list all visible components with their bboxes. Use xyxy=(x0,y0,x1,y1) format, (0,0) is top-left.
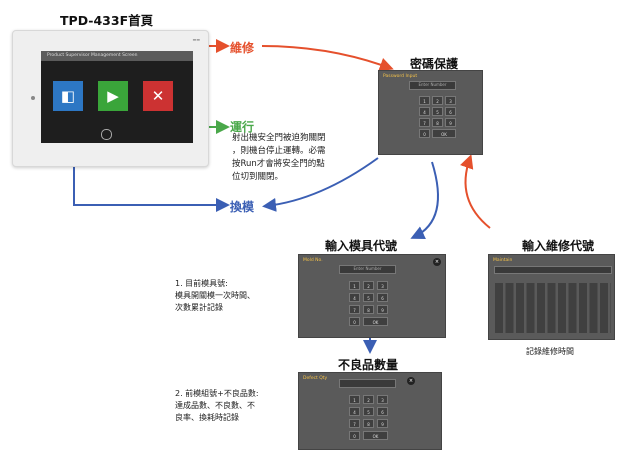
key-ok[interactable]: OK xyxy=(363,317,388,326)
defect-qty-input[interactable] xyxy=(339,379,396,388)
change-mold-label: 換模 xyxy=(230,200,255,214)
repair-to-password-arrow xyxy=(261,45,394,72)
note-1: 1. 目前模具號: 模具開關模一次時間、 次數累計記錄 xyxy=(175,278,255,314)
keyboard-grid xyxy=(495,283,611,333)
repair-code-arrow xyxy=(460,154,491,229)
key-1[interactable]: 1 xyxy=(419,96,430,105)
key-3[interactable]: 3 xyxy=(377,395,388,404)
key-5[interactable]: 5 xyxy=(363,407,374,416)
mold-code-panel: Mold No. × Enter Number 1 2 3 4 5 6 7 8 … xyxy=(298,254,446,338)
key-9[interactable]: 9 xyxy=(377,305,388,314)
defect-qty-title: 不良品數量 xyxy=(338,358,399,372)
enter-mold-code-title: 輸入模具代號 xyxy=(325,239,398,253)
note-2: 2. 前模組號+不良品數: 達成品數、不良數、不 良率、換耗時記錄 xyxy=(175,388,259,424)
note-1-line: 1. 目前模具號: xyxy=(175,279,228,288)
key-2[interactable]: 2 xyxy=(363,281,374,290)
enter-repair-code-title: 輸入維修代號 xyxy=(522,239,595,253)
password-panel: Password Input Enter Number 1 2 3 4 5 6 … xyxy=(378,70,483,155)
key-8[interactable]: 8 xyxy=(432,118,443,127)
key-8[interactable]: 8 xyxy=(363,419,374,428)
touch-panel-device: ▬▬ Product Supervisor Management Screen … xyxy=(12,30,209,167)
password-input[interactable]: Enter Number xyxy=(409,81,456,90)
key-9[interactable]: 9 xyxy=(377,419,388,428)
key-7[interactable]: 7 xyxy=(419,118,430,127)
repair-code-input[interactable] xyxy=(494,266,612,274)
key-ok[interactable]: OK xyxy=(432,129,456,138)
status-ring-icon xyxy=(101,129,112,140)
key-0[interactable]: 0 xyxy=(349,431,360,440)
key-5[interactable]: 5 xyxy=(363,293,374,302)
key-2[interactable]: 2 xyxy=(363,395,374,404)
close-icon[interactable]: × xyxy=(407,377,415,385)
mold-header: Mold No. xyxy=(303,258,323,263)
key-1[interactable]: 1 xyxy=(349,281,360,290)
key-0[interactable]: 0 xyxy=(419,129,430,138)
password-header: Password Input xyxy=(383,74,418,79)
note-1-line: 模具開關模一次時間、 xyxy=(175,291,255,300)
door-icon: ◧ xyxy=(60,87,76,105)
key-3[interactable]: 3 xyxy=(445,96,456,105)
run-note-line: 射出機安全門被迫狗關閉 xyxy=(232,133,326,143)
run-note-line: 按Run才會將安全門的點 xyxy=(232,159,325,169)
to-mold-code-arrow xyxy=(410,161,439,240)
key-6[interactable]: 6 xyxy=(377,407,388,416)
note-2-line: 達成品數、不良數、不 xyxy=(175,401,255,410)
key-4[interactable]: 4 xyxy=(349,407,360,416)
mold-code-input[interactable]: Enter Number xyxy=(339,265,396,274)
device-title: TPD-433F首頁 xyxy=(60,13,154,28)
run-note: 射出機安全門被迫狗關閉 ，則機台停止運轉。必需 按Run才會將安全門的點 位切到… xyxy=(232,132,326,184)
run-label: 運行 xyxy=(230,120,255,134)
note-2-line: 2. 前模組號+不良品數: xyxy=(175,389,259,398)
tools-icon: ✕ xyxy=(151,87,165,105)
run-button[interactable]: ▶ xyxy=(98,81,128,111)
key-5[interactable]: 5 xyxy=(432,107,443,116)
password-to-mold-arrow xyxy=(262,157,379,212)
repair-code-panel: Maintain xyxy=(488,254,615,340)
password-title: 密碼保護 xyxy=(410,57,459,71)
key-1[interactable]: 1 xyxy=(349,395,360,404)
run-note-line: ，則機台停止運轉。必需 xyxy=(232,146,326,156)
device-brand-mark: ▬▬ xyxy=(192,37,200,42)
key-7[interactable]: 7 xyxy=(349,305,360,314)
device-camera-dot xyxy=(31,96,35,100)
note-2-line: 良率、換耗時記錄 xyxy=(175,413,239,422)
key-0[interactable]: 0 xyxy=(349,317,360,326)
key-6[interactable]: 6 xyxy=(445,107,456,116)
repair-label: 維修 xyxy=(230,41,255,55)
key-4[interactable]: 4 xyxy=(419,107,430,116)
defect-qty-panel: Defect Qty × 1 2 3 4 5 6 7 8 9 0 OK xyxy=(298,372,442,450)
key-4[interactable]: 4 xyxy=(349,293,360,302)
key-ok[interactable]: OK xyxy=(363,431,388,440)
key-6[interactable]: 6 xyxy=(377,293,388,302)
key-3[interactable]: 3 xyxy=(377,281,388,290)
change-mold-button[interactable]: ◧ xyxy=(53,81,83,111)
play-icon: ▶ xyxy=(107,87,119,105)
screen-header: Product Supervisor Management Screen xyxy=(41,51,193,61)
device-screen: Product Supervisor Management Screen ◧ ▶… xyxy=(41,51,193,143)
repair-button[interactable]: ✕ xyxy=(143,81,173,111)
repair-header: Maintain xyxy=(493,258,513,263)
key-2[interactable]: 2 xyxy=(432,96,443,105)
repair-record-note: 記錄維修時間 xyxy=(526,347,574,356)
close-icon[interactable]: × xyxy=(433,258,441,266)
defect-header: Defect Qty xyxy=(303,376,328,381)
run-note-line: 位切到關閉。 xyxy=(232,172,284,182)
key-9[interactable]: 9 xyxy=(445,118,456,127)
key-7[interactable]: 7 xyxy=(349,419,360,428)
key-8[interactable]: 8 xyxy=(363,305,374,314)
note-1-line: 次數累計記錄 xyxy=(175,303,223,312)
